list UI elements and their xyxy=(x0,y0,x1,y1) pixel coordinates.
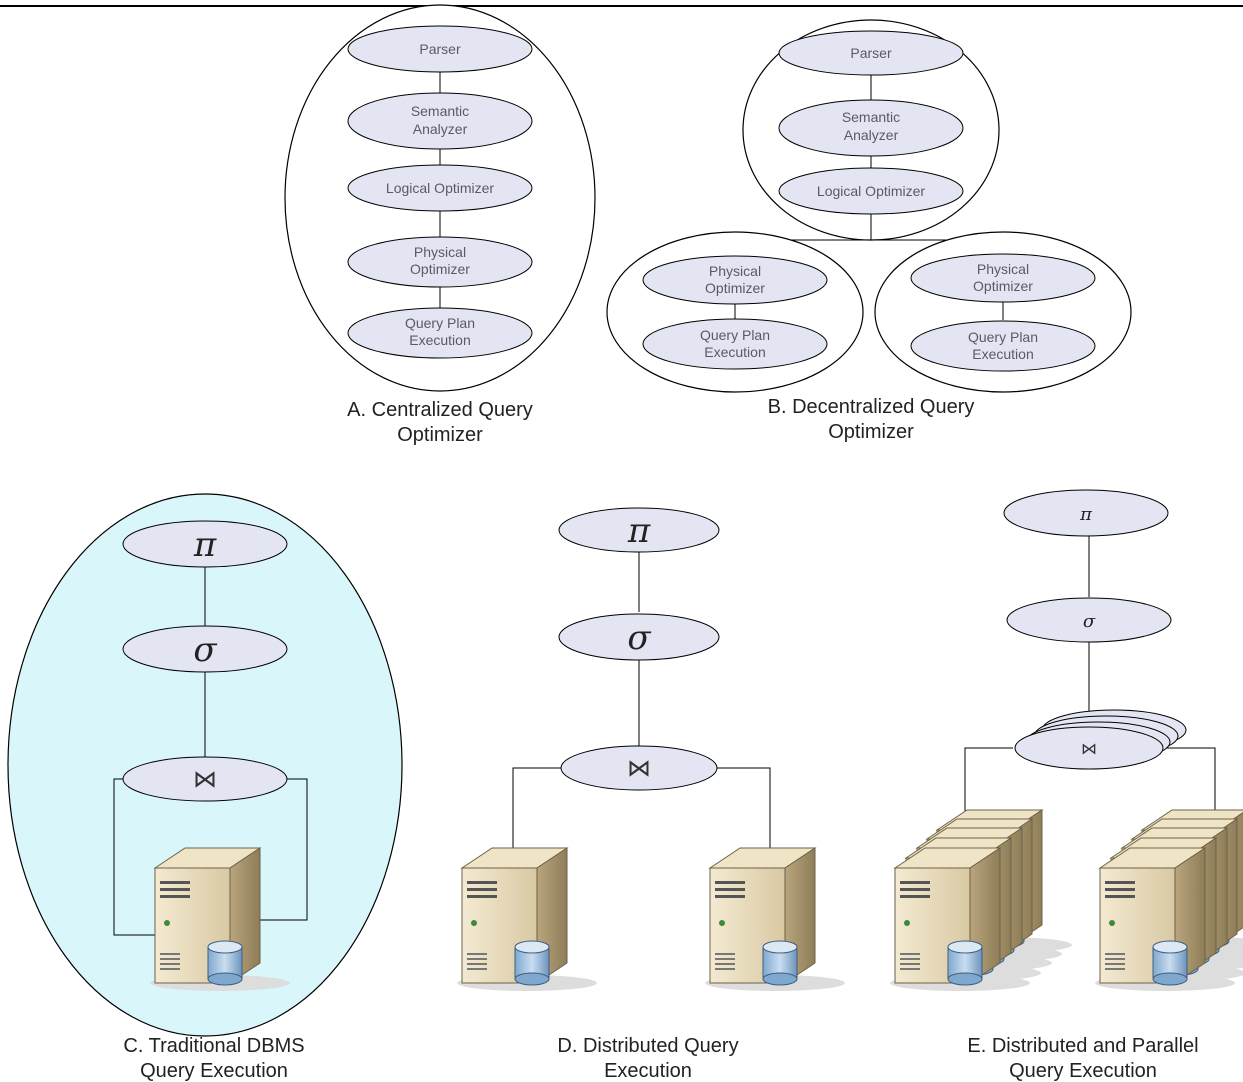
node-b-right-qpe-label-2: Execution xyxy=(972,346,1033,362)
node-d-selection xyxy=(558,613,720,661)
caption-c-line2: Query Execution xyxy=(140,1060,288,1082)
server-icon xyxy=(704,847,846,992)
edge-c-right-loop xyxy=(252,778,308,921)
node-b-right-physical-label-1: Physical xyxy=(977,261,1029,277)
node-physical-optimizer xyxy=(347,236,533,288)
node-query-plan-execution xyxy=(347,307,533,359)
server-icon xyxy=(456,847,598,992)
node-b-semantic-label-1: Semantic xyxy=(842,109,900,125)
server-cluster-icon xyxy=(1095,810,1243,991)
caption-a-line2: Optimizer xyxy=(397,424,483,446)
node-b-right-physical-label-2: Optimizer xyxy=(973,278,1033,294)
node-parser-label: Parser xyxy=(419,41,461,57)
node-c-selection xyxy=(122,625,288,673)
node-e-selection xyxy=(1006,597,1172,643)
node-c-projection-symbol: π xyxy=(193,525,217,565)
node-c-join xyxy=(122,756,288,802)
node-c-projection xyxy=(122,520,288,568)
node-qpe-label-1: Query Plan xyxy=(405,315,475,331)
node-logical-optimizer xyxy=(347,164,533,212)
node-b-left-qpe-label-1: Query Plan xyxy=(700,327,770,343)
node-semantic-label-2: Analyzer xyxy=(413,121,468,137)
node-b-right-qpe-label-1: Query Plan xyxy=(968,329,1038,345)
panel-b-decentralized-optimizer: Parser Semantic Analyzer Logical Optimiz… xyxy=(606,19,1132,443)
node-d-join-symbol: ⋈ xyxy=(627,754,651,782)
edge-d-left xyxy=(512,767,562,850)
caption-a-line1: A. Centralized Query xyxy=(347,399,533,421)
edge-c-left-loop xyxy=(113,778,155,936)
node-semantic-analyzer xyxy=(347,92,533,150)
node-d-projection-symbol: π xyxy=(627,511,651,551)
caption-e-line1: E. Distributed and Parallel xyxy=(967,1035,1198,1057)
node-e-projection xyxy=(1003,489,1169,537)
node-b-right-physical xyxy=(910,253,1096,303)
node-physical-label-2: Optimizer xyxy=(410,261,470,277)
node-b-semantic-analyzer xyxy=(778,99,964,157)
node-e-join-symbol: ⋈ xyxy=(1081,739,1097,758)
panel-e-distributed-parallel: π σ ⋈ E. Distributed and Parallel Query … xyxy=(890,489,1243,1082)
caption-e-line2: Query Execution xyxy=(1009,1060,1157,1082)
node-d-projection xyxy=(558,507,720,553)
server-cluster-icon xyxy=(890,810,1072,991)
node-qpe-label-2: Execution xyxy=(409,332,470,348)
edge-e-right xyxy=(1163,747,1216,832)
node-b-left-qpe xyxy=(642,318,828,370)
node-d-join xyxy=(560,745,718,791)
node-e-join xyxy=(1014,726,1164,770)
panel-d-distributed: π σ ⋈ D. Distributed Query Execution xyxy=(456,507,846,1082)
caption-b-line2: Optimizer xyxy=(828,421,914,443)
node-b-left-physical-label-1: Physical xyxy=(709,263,761,279)
node-b-left-physical xyxy=(642,255,828,305)
node-b-left-qpe-label-2: Execution xyxy=(704,344,765,360)
node-e-projection-symbol: π xyxy=(1079,504,1093,525)
panel-a-centralized-optimizer: Parser Semantic Analyzer Logical Optimiz… xyxy=(284,4,596,446)
node-parser xyxy=(347,25,533,73)
caption-b-line1: B. Decentralized Query xyxy=(768,396,975,418)
caption-c-line1: C. Traditional DBMS xyxy=(123,1035,304,1057)
node-b-logical-label: Logical Optimizer xyxy=(817,183,925,199)
panel-c-traditional-dbms: π σ ⋈ C. Traditional DBMS Query Executio… xyxy=(7,493,403,1082)
node-b-semantic-label-2: Analyzer xyxy=(844,127,899,143)
node-b-parser xyxy=(778,30,964,76)
caption-d-line1: D. Distributed Query xyxy=(557,1035,738,1057)
node-b-parser-label: Parser xyxy=(850,45,892,61)
node-b-logical-optimizer xyxy=(778,167,964,215)
node-semantic-label-1: Semantic xyxy=(411,103,469,119)
node-physical-label-1: Physical xyxy=(414,244,466,260)
node-d-selection-symbol: σ xyxy=(627,618,651,658)
node-b-left-physical-label-2: Optimizer xyxy=(705,280,765,296)
caption-d-line2: Execution xyxy=(604,1060,692,1082)
node-c-join-symbol: ⋈ xyxy=(193,765,217,793)
node-logical-optimizer-label: Logical Optimizer xyxy=(386,180,494,196)
node-e-selection-symbol: σ xyxy=(1083,611,1096,632)
node-c-selection-symbol: σ xyxy=(193,630,217,670)
node-b-right-qpe xyxy=(910,320,1096,372)
edge-d-right xyxy=(716,767,771,850)
